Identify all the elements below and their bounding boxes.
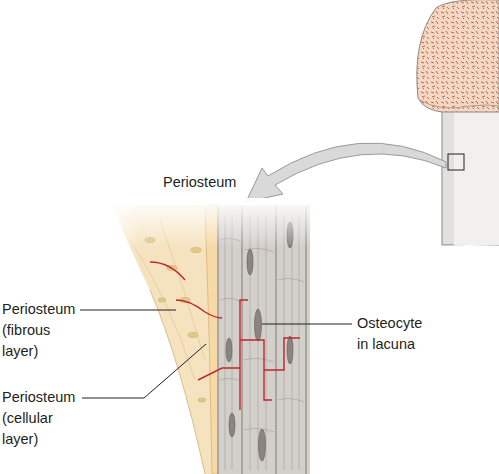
part-label: Periosteum (fibrous layer) xyxy=(2,299,80,362)
part-label: Osteocyte in lacuna xyxy=(357,313,433,355)
zoom-label: Periosteum xyxy=(163,172,283,193)
bone-section xyxy=(100,198,315,474)
zoom-arrow xyxy=(246,143,446,202)
long-bone xyxy=(417,0,499,245)
leader-lines xyxy=(80,310,352,398)
part-label: Periosteum (cellular layer) xyxy=(2,387,82,450)
